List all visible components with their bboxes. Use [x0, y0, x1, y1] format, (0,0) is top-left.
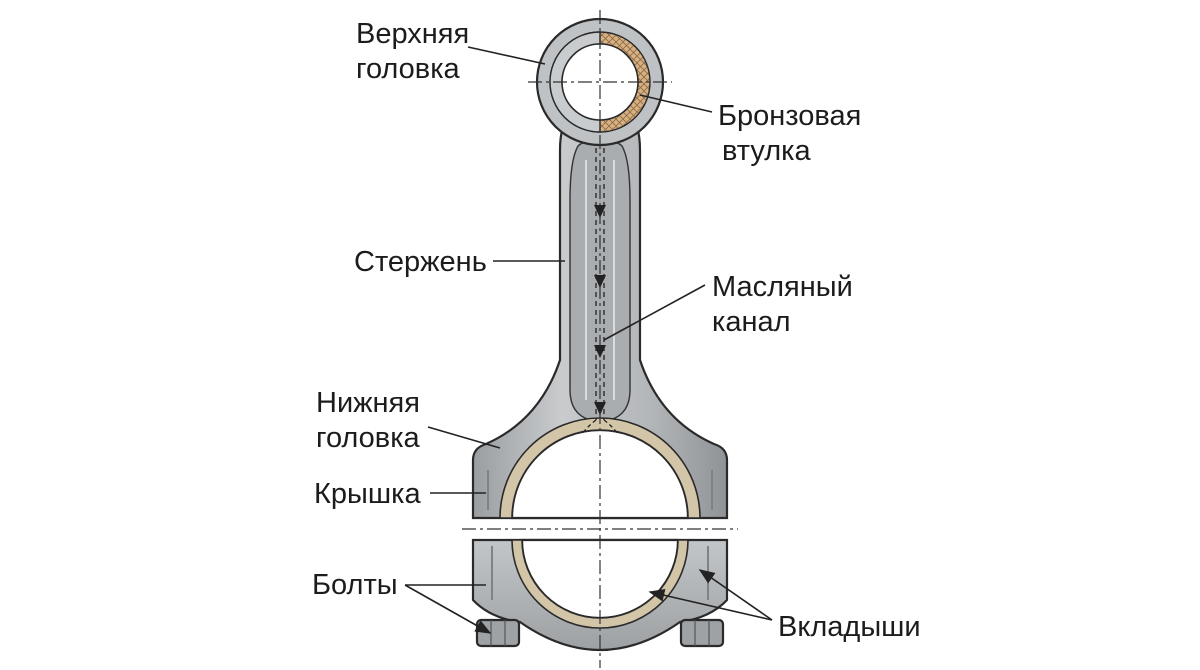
- label-upper-head-line2: головка: [356, 53, 461, 85]
- label-oil-channel-line1: Масляный: [712, 271, 853, 303]
- label-lower-head-line2: головка: [316, 422, 421, 454]
- bolt-right: [679, 618, 725, 648]
- label-bronze-bushing: Бронзовая втулка: [718, 100, 861, 167]
- arrow-down-icon: [594, 205, 606, 218]
- label-oil-channel-line2: канал: [712, 306, 791, 338]
- label-rod: Стержень: [354, 246, 487, 278]
- bolt-left: [475, 618, 521, 648]
- label-bolts: Болты: [312, 569, 398, 601]
- oil-channel: [581, 148, 619, 435]
- label-bronze-bushing-line1: Бронзовая: [718, 100, 861, 132]
- arrow-down-icon: [594, 275, 606, 288]
- arrow-down-icon: [594, 402, 606, 415]
- lower-bearing-shell: [511, 539, 689, 629]
- center-lines: [462, 10, 738, 668]
- leader-lines: [404, 46, 773, 634]
- label-upper-head: Верхняя головка: [356, 18, 469, 85]
- arrow-down-icon: [594, 345, 606, 358]
- upper-bearing-shell: [499, 417, 701, 519]
- upper-head: [535, 17, 665, 147]
- label-lower-head-line1: Нижняя: [316, 387, 420, 419]
- label-bronze-bushing-line2: втулка: [722, 135, 811, 167]
- label-oil-channel: Масляный канал: [712, 271, 853, 338]
- label-bearing-shells: Вкладыши: [778, 611, 921, 643]
- label-cap: Крышка: [314, 478, 421, 510]
- label-upper-head-line1: Верхняя: [356, 18, 469, 50]
- label-lower-head: Нижняя головка: [316, 387, 421, 454]
